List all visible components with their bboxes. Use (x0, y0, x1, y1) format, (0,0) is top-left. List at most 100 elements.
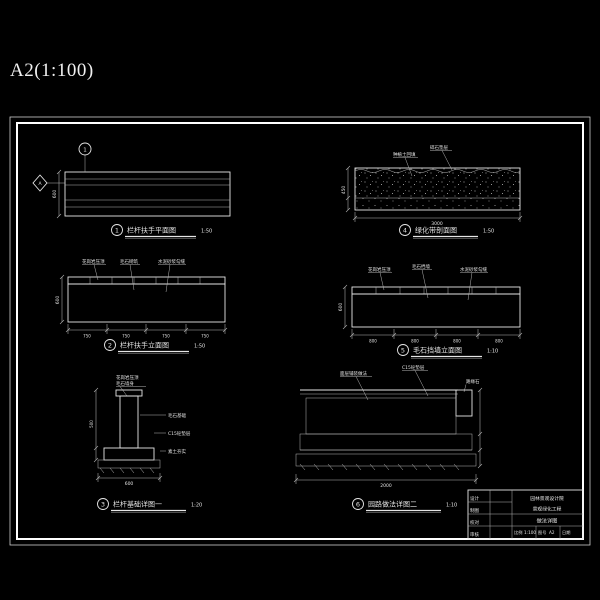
leader-line (129, 264, 135, 291)
dim-left-value: 600 (338, 303, 344, 312)
caption-title: 绿化带剖面图 (415, 226, 457, 235)
leader-line (463, 384, 467, 393)
annotation-3: 水泥砂浆勾缝 (460, 266, 488, 301)
title-block-project: 景观绿化工程 (533, 506, 562, 513)
plan-rail-lines (65, 178, 230, 208)
annotation-text: 水泥砂浆勾缝 (460, 266, 487, 273)
caption-number: 3 (101, 500, 105, 508)
annotation-text: 花岗岩压顶 (82, 258, 105, 265)
annotation-right-2: C15砼垫层 (154, 430, 191, 437)
dim-left (93, 387, 99, 463)
leader-line (421, 269, 429, 299)
annotation-right-1: 毛石基础 (140, 412, 186, 419)
stone-wall (67, 283, 226, 323)
dim-left (59, 274, 65, 325)
no-label: 图号 (538, 530, 546, 536)
caption-number: 2 (108, 341, 112, 349)
leader-line (119, 386, 128, 397)
caption-scale: 1:50 (201, 229, 212, 235)
caption-drawing-1: 1 栏杆扶手平面图 1:50 (111, 224, 212, 239)
annotation-3: 水泥砂浆勾缝 (158, 258, 186, 293)
caption-number: 1 (115, 226, 119, 234)
annotation-2: 碎石垫层 (430, 144, 453, 171)
annotation-text: 素土夯实 (168, 448, 186, 455)
inner-border (16, 122, 584, 540)
concrete-band (299, 433, 473, 451)
annotation-3: 路缘石 (463, 378, 480, 393)
title-block: 设计 制图 校对 审核 园林景观设计院 景观绿化工程 做法详图 比例 1:100… (467, 489, 584, 540)
annotation-text: 面层铺装做法 (340, 370, 367, 377)
dim-seg-value: 750 (162, 334, 170, 339)
leader-line (404, 157, 413, 177)
annotation-text: C15砼垫层 (168, 430, 191, 437)
title-block-role-3: 校对 (470, 519, 479, 526)
annotation-text: 毛石基础 (168, 412, 186, 419)
annotation-text: 水泥砂浆勾缝 (158, 258, 185, 265)
subgrade-band (295, 453, 477, 467)
annotation-2: 毛石挡墙 (412, 263, 432, 299)
drawing-1-plan: 1 A 600 1 栏杆扶手平面图 1:50 (32, 142, 231, 239)
sheet-format-label: A2(1:100) (10, 60, 94, 81)
leader-line (165, 264, 171, 293)
compaction-marks (99, 467, 155, 474)
drawing-3-detail: 花岗岩压顶 毛石墙身 毛石基础 C15砼垫层 (89, 374, 202, 513)
caption-title: 栏杆基础详图一 (113, 500, 162, 509)
outer-border (9, 116, 591, 546)
leader-line (379, 272, 385, 291)
drawing-6-detail: 面层铺装做法 C15砼垫层 路缘石 (293, 364, 483, 513)
annotation-top: 花岗岩压顶 毛石墙身 (116, 374, 146, 397)
dim-seg-value: 800 (495, 339, 503, 344)
caption-title: 栏杆扶手平面图 (127, 226, 176, 235)
dim-bottom-value: 600 (125, 481, 134, 487)
caption-number-circle (352, 498, 364, 510)
caption-scale: 1:50 (483, 229, 494, 235)
dim-bottom (352, 212, 523, 222)
caption-title: 毛石挡墙立面图 (413, 346, 462, 355)
coping-cap (115, 389, 143, 397)
coping-joints (375, 287, 497, 294)
caption-drawing-5: 5 毛石挡墙立面图 1:10 (397, 344, 498, 359)
annotation-2: 毛石砌筑 (120, 258, 140, 291)
title-block-role-4: 审核 (470, 531, 479, 538)
caption-number: 5 (401, 346, 405, 354)
leader-line (355, 376, 369, 401)
title-block-grid (468, 490, 583, 539)
coping-band (67, 276, 226, 285)
leader-line (441, 150, 453, 171)
drawing-4-section: 种植土回填 碎石垫层 450 3000 4 (341, 144, 523, 239)
dim-left (342, 284, 348, 330)
dim-bottom (95, 473, 163, 482)
annotation-text: 花岗岩压顶 (116, 374, 139, 381)
annotation-text: 花岗岩压顶 (368, 266, 391, 273)
dim-seg-value: 750 (122, 334, 130, 339)
caption-number: 4 (403, 226, 407, 234)
dim-left-value: 600 (52, 190, 58, 199)
annotation-1: 面层铺装做法 (340, 370, 372, 401)
dim-bottom (293, 474, 479, 484)
gravel-fill (355, 198, 520, 210)
dim-left-value: 500 (89, 420, 94, 428)
leader-line (467, 272, 473, 301)
annotation-1: 花岗岩压顶 (368, 266, 392, 291)
stone-wall (351, 293, 521, 328)
caption-number-circle (397, 344, 409, 356)
dim-bottom-value: 2000 (380, 483, 392, 489)
compaction-marks (299, 463, 460, 471)
leader-line (414, 370, 429, 397)
date-label: 日期 (562, 530, 570, 536)
ground-wave-line (354, 169, 521, 173)
base-layer (97, 459, 161, 469)
annotation-text: 路缘石 (466, 378, 480, 385)
annotation-2: C15砼垫层 (402, 364, 429, 397)
wall-stem (119, 395, 139, 449)
caption-scale: 1:20 (191, 503, 202, 509)
dim-seg-value: 800 (411, 339, 419, 344)
drawing-5-elevation: 花岗岩压顶 毛石挡墙 水泥砂浆勾缝 600 (338, 263, 523, 359)
caption-drawing-6: 6 园路做法详图二 1:10 (352, 498, 457, 513)
no-value: A2 (549, 530, 555, 535)
drawing-2-elevation: 花岗岩压顶 毛石砌筑 水泥砂浆勾缝 600 (55, 258, 228, 354)
caption-drawing-4: 4 绿化带剖面图 1:50 (399, 224, 494, 239)
caption-title: 栏杆扶手立面图 (120, 341, 169, 350)
bedding-hatch-band (305, 397, 457, 435)
